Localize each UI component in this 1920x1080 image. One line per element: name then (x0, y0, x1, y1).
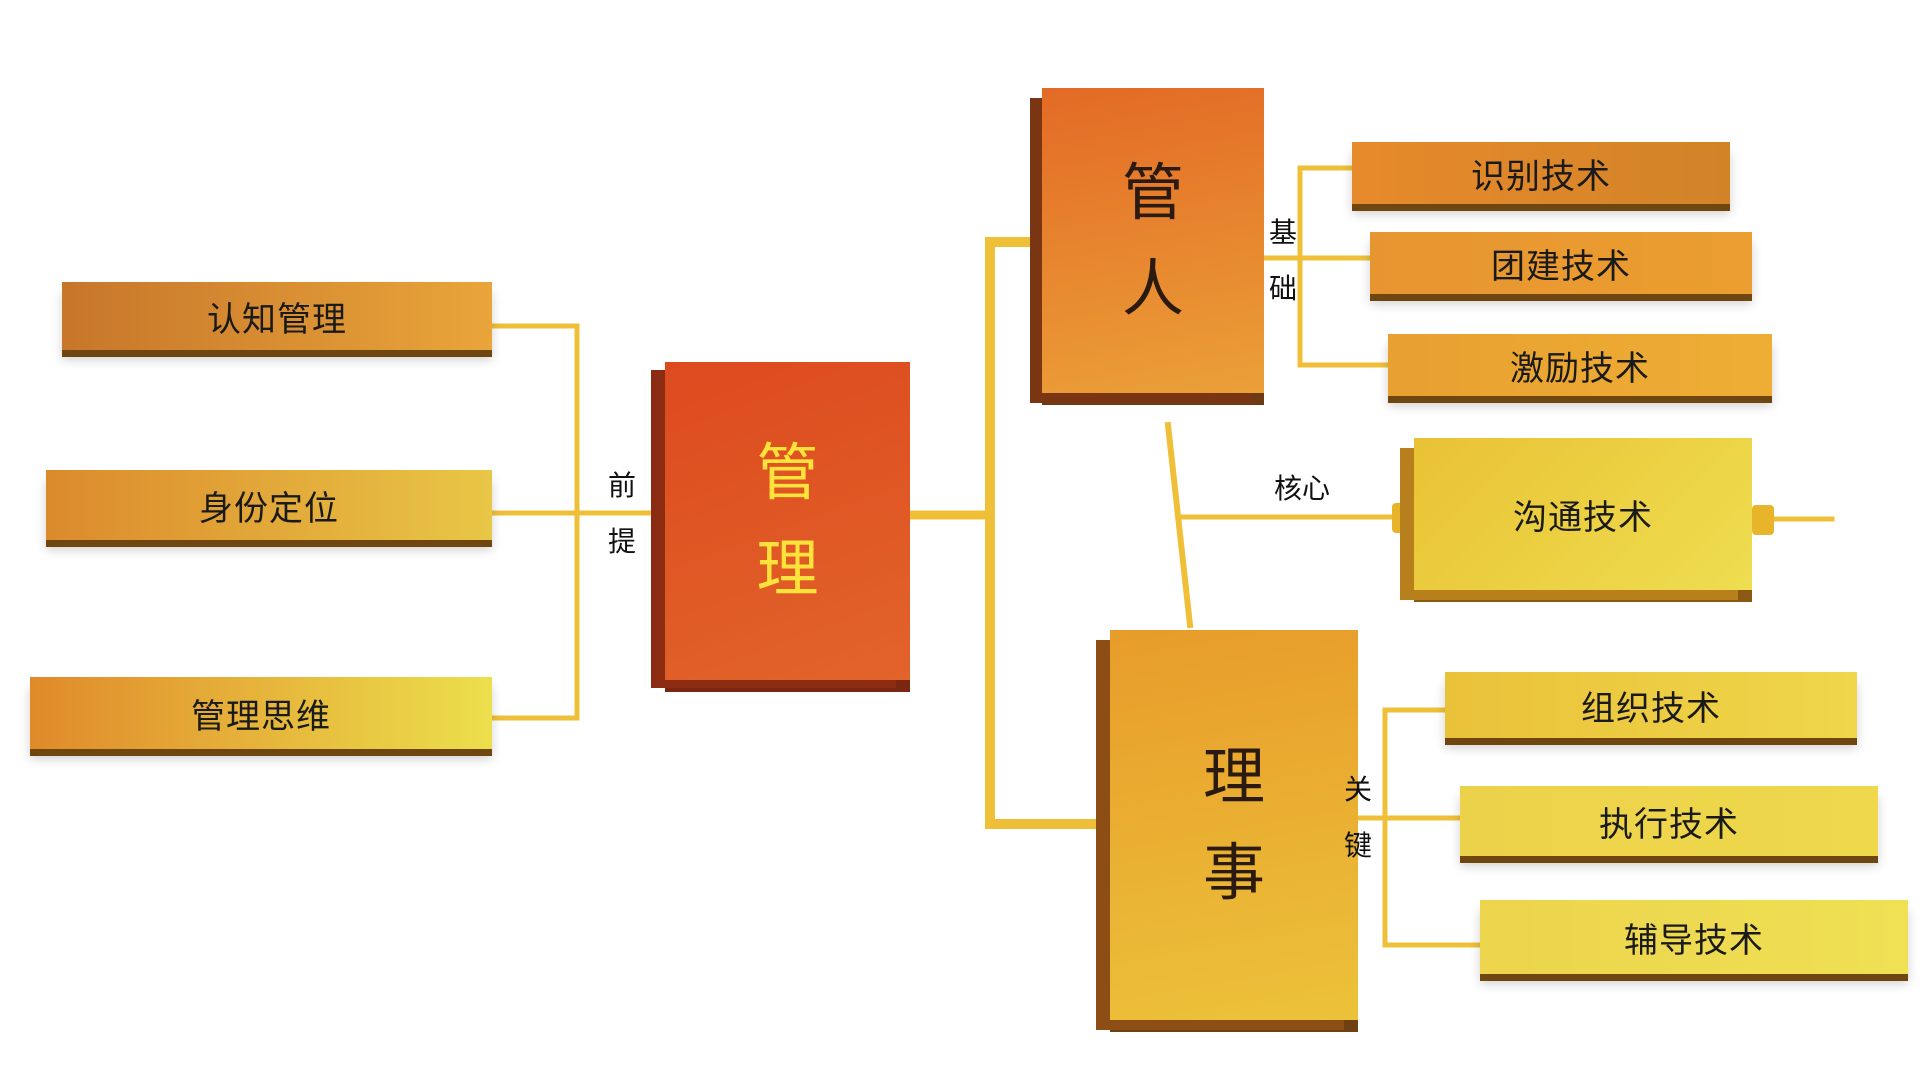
core-left-cap (1392, 503, 1414, 533)
core-item-communication-tech: 沟通技术 (1414, 438, 1752, 590)
people-bracket-line (1257, 165, 1391, 368)
left-item-cognitive-management: 认知管理 (62, 282, 492, 350)
affairs-item-organization-tech: 组织技术 (1445, 672, 1857, 738)
block-manage-affairs: 理事 (1110, 630, 1358, 1020)
affairs-item-execution-tech: 执行技术 (1460, 786, 1878, 856)
core-right-cap (1752, 505, 1774, 535)
people-to-affairs-line (1164, 421, 1194, 629)
edge-label-key: 关键 (1343, 773, 1372, 862)
edge-label-core: 核心 (1274, 472, 1331, 505)
left-item-identity-positioning: 身份定位 (46, 470, 492, 540)
affairs-bracket-line (1342, 707, 1483, 948)
block-manage-people: 管人 (1042, 88, 1264, 393)
left-item-management-thinking: 管理思维 (30, 677, 492, 749)
edge-label-premise: 前提 (607, 469, 636, 558)
people-item-identification-tech: 识别技术 (1352, 142, 1730, 204)
center-block-management: 管理 (665, 362, 910, 680)
trunk-line (985, 237, 1115, 829)
left-bracket-line (489, 323, 580, 721)
people-item-team-building-tech: 团建技术 (1370, 232, 1752, 294)
people-item-incentive-tech: 激励技术 (1388, 334, 1772, 396)
affairs-item-coaching-tech: 辅导技术 (1480, 900, 1908, 974)
edge-label-foundation: 基础 (1268, 216, 1297, 305)
